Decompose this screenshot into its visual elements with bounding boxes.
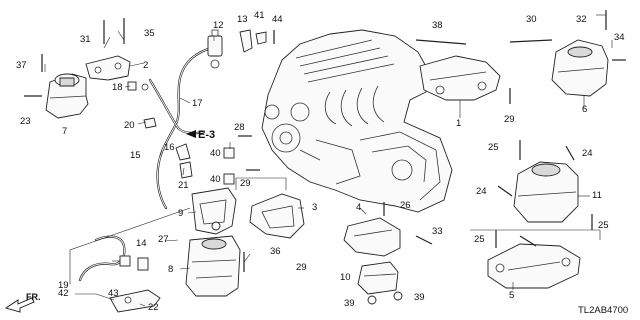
callout-25b: 25 <box>474 234 485 245</box>
callout-1: 1 <box>456 118 461 129</box>
solenoid-valve-12 <box>207 29 223 69</box>
callout-11: 11 <box>592 190 602 201</box>
stay-3 <box>249 193 305 239</box>
callout-40b: 40 <box>210 174 221 185</box>
callout-32: 32 <box>576 14 587 25</box>
callout-6: 6 <box>582 104 587 115</box>
callout-16: 16 <box>164 142 175 153</box>
clip-20 <box>143 117 157 129</box>
callout-23: 23 <box>20 116 31 127</box>
mount-bracket-5 <box>487 230 581 289</box>
callout-30: 30 <box>526 14 537 25</box>
callout-38: 38 <box>432 20 443 31</box>
callout-10: 10 <box>340 272 351 283</box>
callout-17: 17 <box>192 98 203 109</box>
callout-9: 9 <box>178 208 183 219</box>
diagram-code: TL2AB4700 <box>578 305 628 316</box>
mount-bracket-2 <box>85 18 131 81</box>
callout-39b: 39 <box>414 292 425 303</box>
callout-8: 8 <box>168 264 173 275</box>
callout-25c: 25 <box>598 220 609 231</box>
callout-24: 24 <box>582 148 593 159</box>
callout-20: 20 <box>124 120 135 131</box>
callout-28: 28 <box>234 122 245 133</box>
callout-26: 26 <box>400 200 411 211</box>
callout-19: 19 <box>58 280 69 291</box>
mount-assembly-11 <box>497 140 593 230</box>
section-reference: E-3 <box>186 129 215 141</box>
section-ref-label: E-3 <box>198 129 215 141</box>
callout-34: 34 <box>614 32 625 43</box>
callout-22: 22 <box>148 302 159 313</box>
callout-13: 13 <box>237 14 248 25</box>
callout-29b: 29 <box>504 114 515 125</box>
callout-21: 21 <box>178 180 189 191</box>
front-direction-label: FR. <box>26 292 41 302</box>
callout-37: 37 <box>16 60 27 71</box>
callout-5: 5 <box>509 290 514 301</box>
mount-assembly-8 <box>185 221 245 297</box>
callout-4: 4 <box>356 202 361 213</box>
mount-bracket-9 <box>191 187 237 235</box>
vacuum-hose-15 <box>148 46 214 210</box>
harness-19 <box>78 235 161 313</box>
callout-14: 14 <box>136 238 147 249</box>
callout-15: 15 <box>130 150 141 161</box>
callout-40: 40 <box>210 148 221 159</box>
leader-lines <box>44 14 613 307</box>
callout-39: 39 <box>344 298 355 309</box>
mount-assembly-10 <box>357 261 403 305</box>
callout-25: 25 <box>488 142 499 153</box>
callout-3: 3 <box>312 202 317 213</box>
callout-41: 41 <box>254 10 265 21</box>
callout-35: 35 <box>144 28 155 39</box>
callout-2: 2 <box>143 60 148 71</box>
callout-44: 44 <box>272 14 283 25</box>
callouts: 1 2 3 4 5 6 7 8 9 10 11 12 13 14 15 16 1… <box>16 10 625 313</box>
callout-18: 18 <box>112 82 123 93</box>
callout-7: 7 <box>62 126 67 137</box>
mount-assembly-6 <box>551 10 626 97</box>
mount-bracket-4 <box>343 202 433 257</box>
mount-bracket-1 <box>415 39 553 104</box>
hose-clamp-18 <box>127 81 149 91</box>
callout-29: 29 <box>240 178 251 189</box>
callout-33: 33 <box>432 226 443 237</box>
callout-36: 36 <box>270 246 281 257</box>
callout-31: 31 <box>80 34 91 45</box>
callout-24b: 24 <box>476 186 487 197</box>
callout-42: 42 <box>58 288 69 299</box>
engine-transmission-assembly <box>261 29 453 213</box>
callout-27: 27 <box>158 234 169 245</box>
bolts-center <box>175 135 260 185</box>
mount-assembly-7 <box>24 54 89 119</box>
callout-29c: 29 <box>296 262 307 273</box>
front-direction-arrow: FR. <box>4 292 41 313</box>
callout-43: 43 <box>108 288 119 299</box>
callout-12: 12 <box>213 20 224 31</box>
sensor-bracket-13 <box>239 29 275 53</box>
